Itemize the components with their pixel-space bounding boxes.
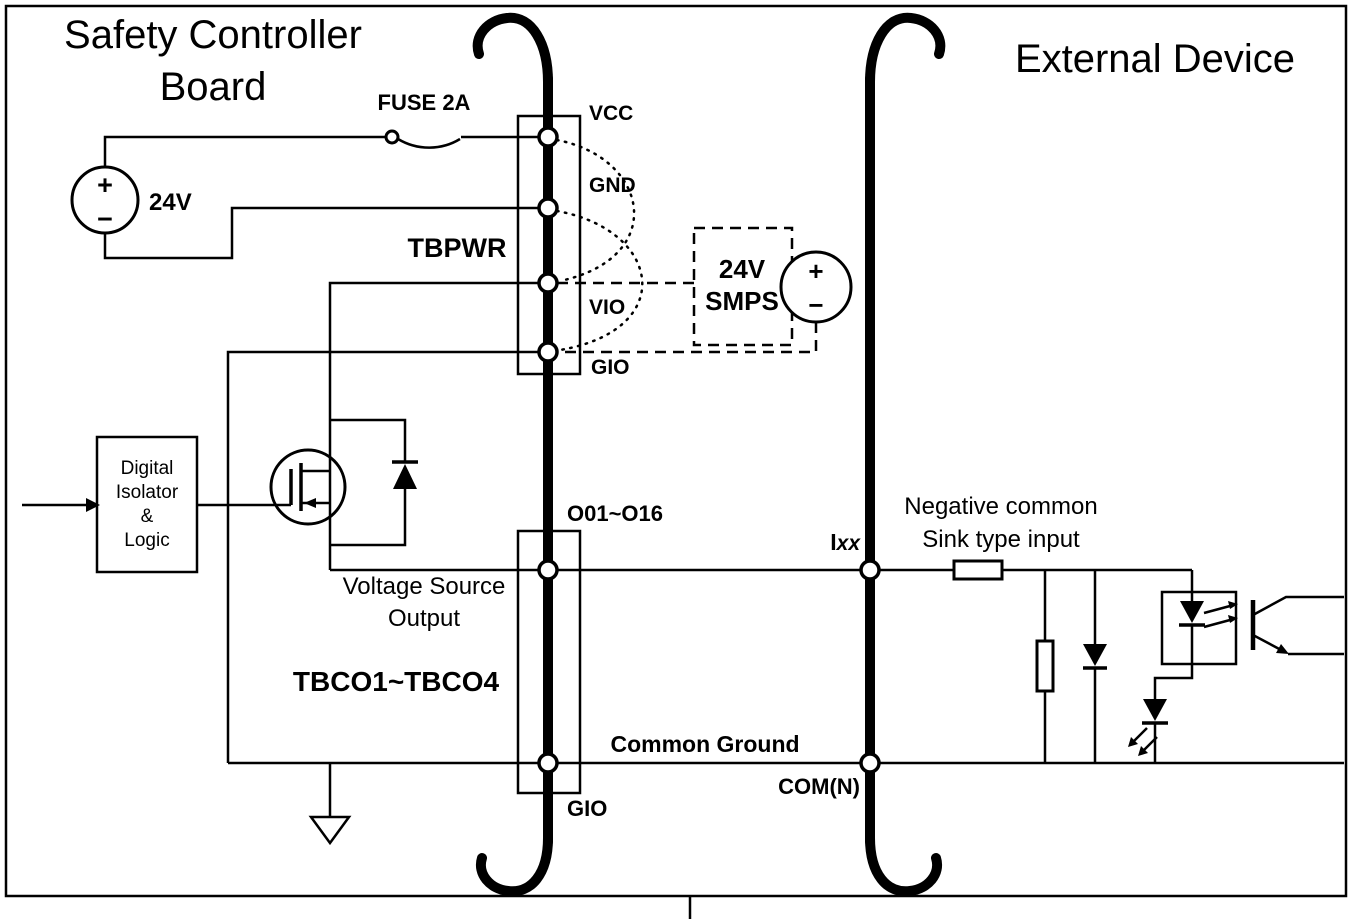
ground-icon (308, 763, 352, 846)
smps-label-line1: 24V (719, 254, 766, 284)
board-bus-line (472, 12, 553, 897)
light-arrow (1128, 737, 1138, 747)
pin-label-com: COM(N) (778, 774, 860, 799)
series-resistor (952, 559, 1004, 581)
digital-isolator-box (22, 435, 199, 574)
pin-label-gnd: GND (589, 174, 636, 197)
mosfet-symbol (269, 448, 347, 526)
light-arrow (1228, 615, 1238, 623)
dotted-pairing-arcs (555, 138, 644, 352)
board-title-line1: Safety Controller (64, 13, 362, 57)
source-voltage-label: 24V (149, 189, 192, 216)
isolator-label-line4: Logic (124, 530, 169, 551)
terminal-vcc (537, 126, 559, 148)
ixx-suffix: xx (836, 532, 862, 555)
pin-label-gio-top: GIO (591, 356, 630, 379)
power-source-24v: + − (70, 165, 140, 235)
smps-source: + − (779, 250, 853, 324)
minus-sign: − (97, 204, 113, 234)
isolator-label-line2: Isolator (116, 482, 179, 503)
body-diode (392, 460, 418, 489)
light-arrow (1138, 746, 1148, 756)
terminal-ixx (859, 559, 881, 581)
clamp-diode (1083, 644, 1107, 670)
output-desc-line1: Voltage Source (343, 573, 506, 600)
pin-label-ixx: Ixx (830, 529, 861, 555)
pin-label-output-range: O01~O16 (567, 501, 663, 526)
indicator-led (1128, 699, 1168, 756)
fuse-icon (384, 129, 461, 149)
opto-led (1180, 601, 1204, 623)
isolator-label-line3: & (141, 506, 154, 527)
plus-sign: + (97, 170, 113, 200)
output-desc-line2: Output (388, 605, 460, 632)
phototransistor (1250, 595, 1344, 656)
pin-label-vcc: VCC (589, 102, 633, 125)
fuse-label: FUSE 2A (378, 90, 471, 115)
input-desc-line2: Sink type input (922, 526, 1080, 553)
ixx-prefix: I (830, 529, 836, 555)
pin-label-gio-bottom: GIO (567, 796, 607, 821)
minus-sign: − (808, 290, 823, 320)
tbco-label: TBCO1~TBCO4 (293, 666, 500, 697)
tbpwr-label: TBPWR (408, 233, 507, 263)
input-desc-line1: Negative common (904, 493, 1097, 520)
optocoupler (1160, 590, 1238, 666)
light-arrow (1228, 601, 1238, 609)
input-arrow-head (86, 498, 100, 512)
terminals (537, 126, 881, 774)
smps-label-line2: SMPS (705, 286, 779, 316)
pin-label-vio: VIO (589, 296, 625, 319)
terminal-output (537, 559, 559, 581)
terminal-gnd (537, 197, 559, 219)
terminal-vio (537, 272, 559, 294)
wires (103, 135, 1344, 765)
diagram-border (4, 4, 1348, 898)
device-bus-line (865, 12, 946, 897)
common-ground-label: Common Ground (610, 731, 799, 757)
pulldown-resistor (1035, 639, 1055, 693)
board-title-line2: Board (160, 65, 267, 109)
terminal-com (859, 752, 881, 774)
terminal-gio-top (537, 341, 559, 363)
terminal-gio-bottom (537, 752, 559, 774)
external-device-title: External Device (1015, 37, 1295, 81)
plus-sign: + (808, 256, 823, 286)
isolator-label-line1: Digital (121, 458, 174, 479)
